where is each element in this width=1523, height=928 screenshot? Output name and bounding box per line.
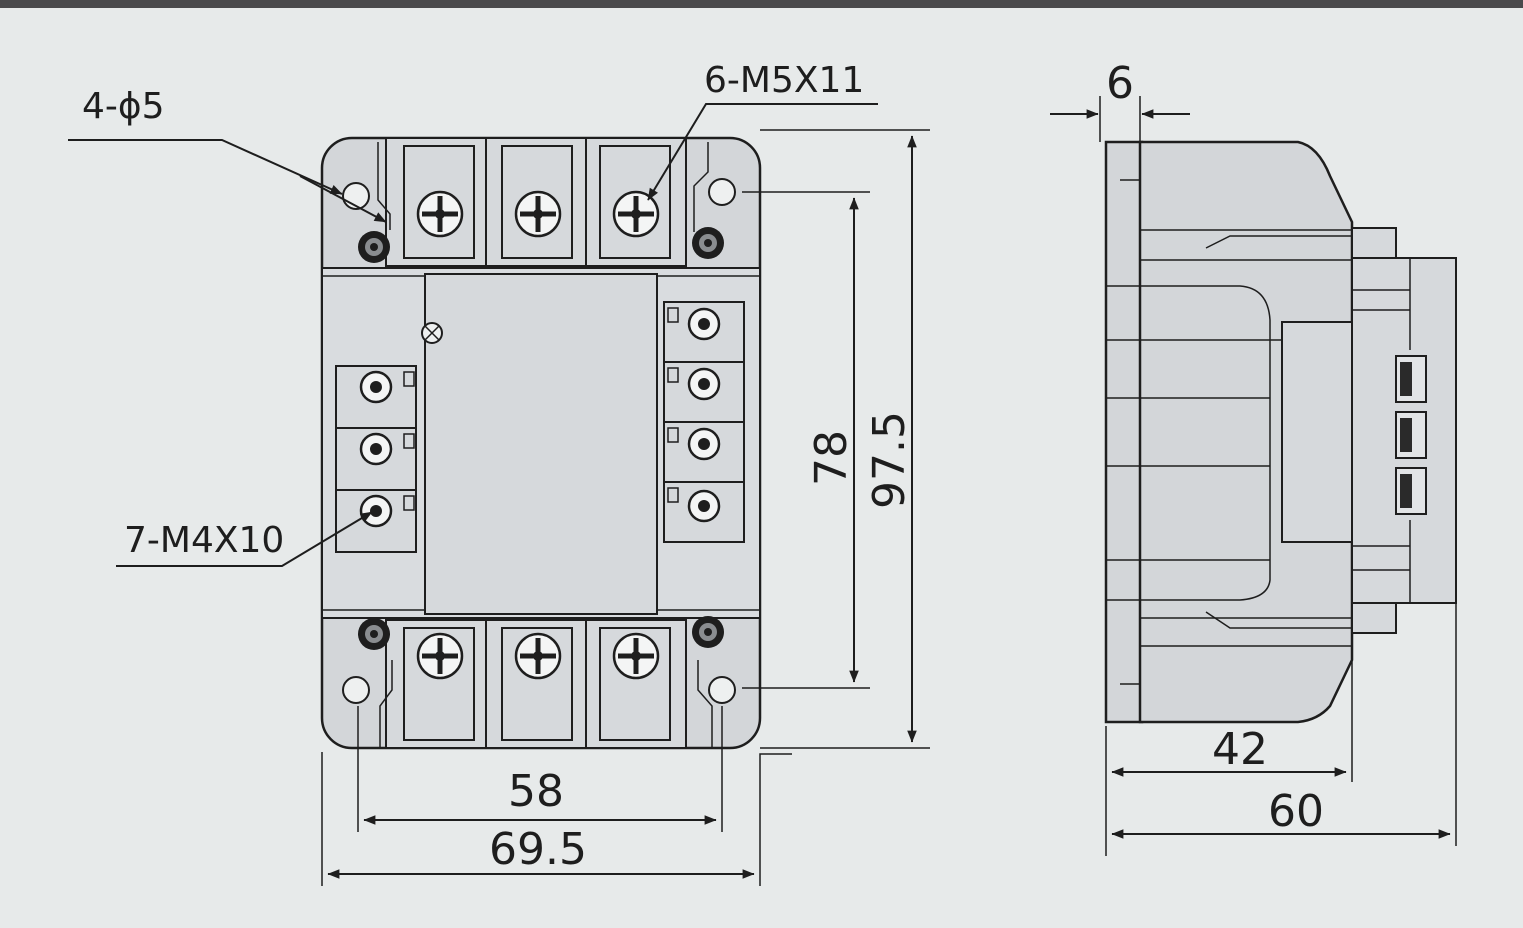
mount-hole-icon: [708, 676, 736, 704]
terminal-screw-icon: [612, 632, 660, 680]
dim-width-holes-text: 58: [508, 766, 564, 817]
bottom-terminal-row: [385, 619, 687, 749]
terminal-screw-icon: [416, 190, 464, 238]
signal-screw-icon: [687, 367, 721, 401]
dim-height-holes: 78: [742, 191, 870, 689]
callout-main-screws-text: 6-M5X11: [704, 60, 864, 101]
dim-depth-flange: 6: [1050, 58, 1190, 142]
side-screw-icon: [1395, 411, 1427, 459]
dim-width-outer: 69.5: [321, 752, 792, 886]
corner-screw-icon: [692, 227, 724, 259]
dim-height-outer-text: 97.5: [864, 411, 915, 509]
dim-depth-body-text: 42: [1212, 724, 1268, 775]
signal-screw-icon: [359, 370, 393, 404]
dim-depth-flange-text: 6: [1106, 58, 1134, 109]
center-cover: [424, 273, 658, 615]
callout-mount-holes: 4-ϕ5: [68, 86, 387, 223]
dim-depth-body: 42: [1105, 660, 1353, 856]
top-terminal-row: [385, 137, 687, 267]
side-view: [1104, 140, 1457, 724]
terminal-screw-icon: [416, 632, 464, 680]
mount-hole-icon: [708, 178, 736, 206]
mount-hole-icon: [342, 676, 370, 704]
signal-screw-icon: [359, 432, 393, 466]
dim-height-holes-text: 78: [806, 430, 857, 486]
right-signal-terminals: [663, 301, 745, 543]
terminal-screw-icon: [514, 190, 562, 238]
signal-screw-icon: [359, 494, 393, 528]
left-signal-terminals: [335, 365, 417, 553]
signal-screw-icon: [687, 307, 721, 341]
dim-depth-total: 60: [1111, 604, 1457, 846]
side-screw-icon: [1395, 467, 1427, 515]
callout-main-screws: 6-M5X11: [647, 60, 878, 201]
front-view: [320, 136, 762, 750]
dim-width-holes: 58: [357, 706, 723, 832]
side-flange: [1104, 140, 1144, 724]
side-screw-icon: [1395, 355, 1427, 403]
indicator-lamp-icon: [421, 322, 443, 344]
corner-screw-icon: [358, 231, 390, 263]
callout-signal-screws-text: 7-M4X10: [124, 520, 284, 561]
signal-screw-icon: [687, 489, 721, 523]
top-edge-band: [0, 0, 1523, 8]
dim-height-outer: 97.5: [760, 129, 930, 749]
dim-depth-total-text: 60: [1268, 786, 1324, 837]
terminal-screw-icon: [612, 190, 660, 238]
signal-screw-icon: [687, 427, 721, 461]
terminal-screw-icon: [514, 632, 562, 680]
callout-mount-holes-text: 4-ϕ5: [82, 86, 165, 127]
dim-width-outer-text: 69.5: [489, 824, 587, 875]
corner-screw-icon: [358, 618, 390, 650]
callout-signal-screws: 7-M4X10: [116, 511, 373, 567]
corner-screw-icon: [692, 616, 724, 648]
